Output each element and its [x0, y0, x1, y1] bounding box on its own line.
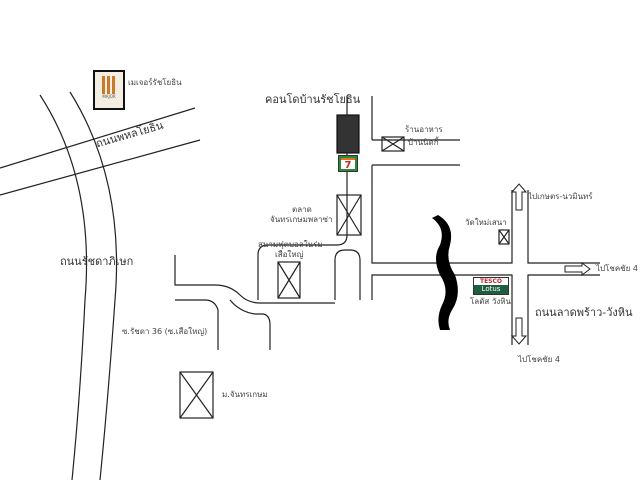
label-football-2: เสือใหญ่	[275, 250, 304, 259]
phahonyothin-road-edge-bottom	[0, 139, 201, 196]
label-temple: วัดใหม่เสนา	[465, 218, 507, 227]
label-restaurant-2: บ้านนิดกี้	[408, 138, 439, 147]
temple-building	[498, 229, 510, 245]
label-village: ม.จันทรเกษม	[222, 390, 268, 399]
market-building	[336, 194, 362, 236]
lotus-text: Lotus	[474, 285, 508, 294]
inner-road	[334, 249, 361, 300]
label-condo: คอนโดบ้านรัชโยธิน	[265, 93, 361, 106]
label-restaurant-1: ร้านอาหาร	[405, 125, 443, 134]
label-market-1: ตลาด	[292, 205, 312, 214]
label-football-1: สนามฟุตบอลในร่ม	[258, 240, 323, 249]
tesco-lotus-logo: TESCO Lotus	[473, 277, 509, 295]
label-lotus: โลตัส วังหิน	[470, 297, 511, 306]
main-road-left	[257, 96, 348, 300]
label-to-kaset: ไปเกษตร-นวมินทร์	[528, 192, 593, 201]
tesco-text: TESCO	[479, 278, 503, 285]
seven-eleven-logo: 7	[338, 155, 358, 172]
label-major: เมเจอร์รัชโยธิน	[128, 78, 182, 87]
ratchada-road-edge-right	[69, 91, 118, 480]
label-soi-36: ซ.รัชดา 36 (ซ.เสือใหญ่)	[122, 327, 208, 336]
restaurant-building	[381, 136, 405, 152]
arrow-down-icon	[510, 317, 528, 345]
major-logo: MAJOR	[93, 70, 125, 110]
arrow-up-icon	[510, 183, 528, 211]
label-to-chokchai-down: ไปโชคชัย 4	[518, 355, 560, 364]
label-ratchada: ถนนรัชดาภิเษก	[60, 255, 134, 268]
river	[432, 215, 458, 330]
phahonyothin-road-edge-top	[0, 107, 196, 169]
soi-36-road	[174, 255, 335, 350]
village-building	[179, 371, 214, 419]
condo-building	[336, 114, 360, 154]
football-building	[277, 261, 301, 299]
label-market-2: จันทรเกษมพลาซ่า	[270, 215, 333, 224]
ratchada-road-edge-left	[39, 94, 88, 480]
label-to-chokchai-right: ไปโชคชัย 4	[596, 264, 638, 273]
arrow-right-icon	[564, 262, 591, 276]
label-ladprao: ถนนลาดพร้าว-วังหิน	[535, 306, 633, 319]
major-logo-text: MAJOR	[102, 94, 116, 99]
seven-eleven-text: 7	[341, 158, 355, 171]
